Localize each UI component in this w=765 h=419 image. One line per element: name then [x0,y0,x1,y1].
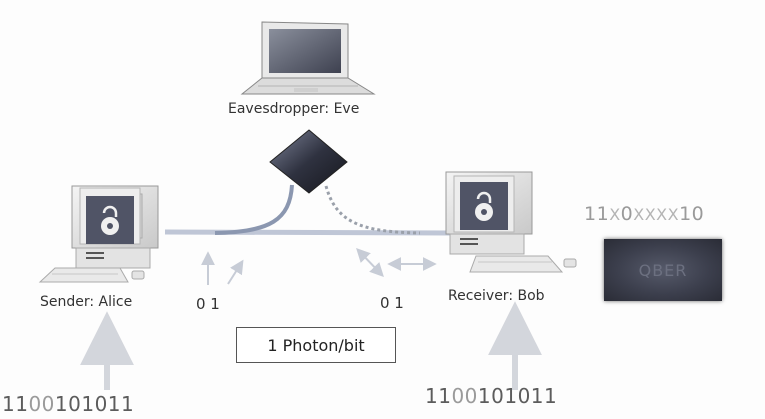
alice-bits-suffix: 101011 [54,392,135,416]
bob-basis-label: 0 1 [380,294,404,312]
alice-basis-arrow-diagonal [227,259,244,285]
eve-tap-dotted [324,185,421,235]
alice-computer-icon [38,185,159,283]
bob-computer-icon [445,171,577,273]
sifted-key-seg-2: 0 [620,203,634,225]
bob-label: Receiver: Bob [448,288,545,304]
sifted-key-seg-4: 10 [679,203,705,225]
bob-bits-suffix: 101011 [477,384,558,408]
sifted-key-seg-0: 11 [584,203,610,225]
alice-label: Sender: Alice [40,294,133,310]
alice-bits-mid: 00 [28,392,55,416]
bob-bit-string: 1100101011 [425,384,557,408]
alice-basis-label: 0 1 [196,295,220,313]
sifted-key-seg-3: XXXX [633,205,680,224]
beam-splitter-icon [269,129,348,194]
bob-basis-arrow-diagonal [356,247,384,278]
sifted-key-seg-1: X [609,205,621,224]
eve-tap-solid [214,184,294,235]
laptop-icon [240,21,376,95]
photon-per-bit-box: 1 Photon/bit [236,327,396,363]
eve-label: Eavesdropper: Eve [228,101,360,117]
qber-label: QBER [638,260,688,280]
alice-bits-prefix: 11 [2,392,29,416]
bob-bits-mid: 00 [451,384,478,408]
photon-per-bit-label: 1 Photon/bit [267,335,365,355]
alice-bit-string: 1100101011 [2,392,134,416]
qber-box: QBER [604,239,722,301]
bob-bits-prefix: 11 [425,384,452,408]
sifted-key: 11X0XXXX10 [584,203,704,225]
